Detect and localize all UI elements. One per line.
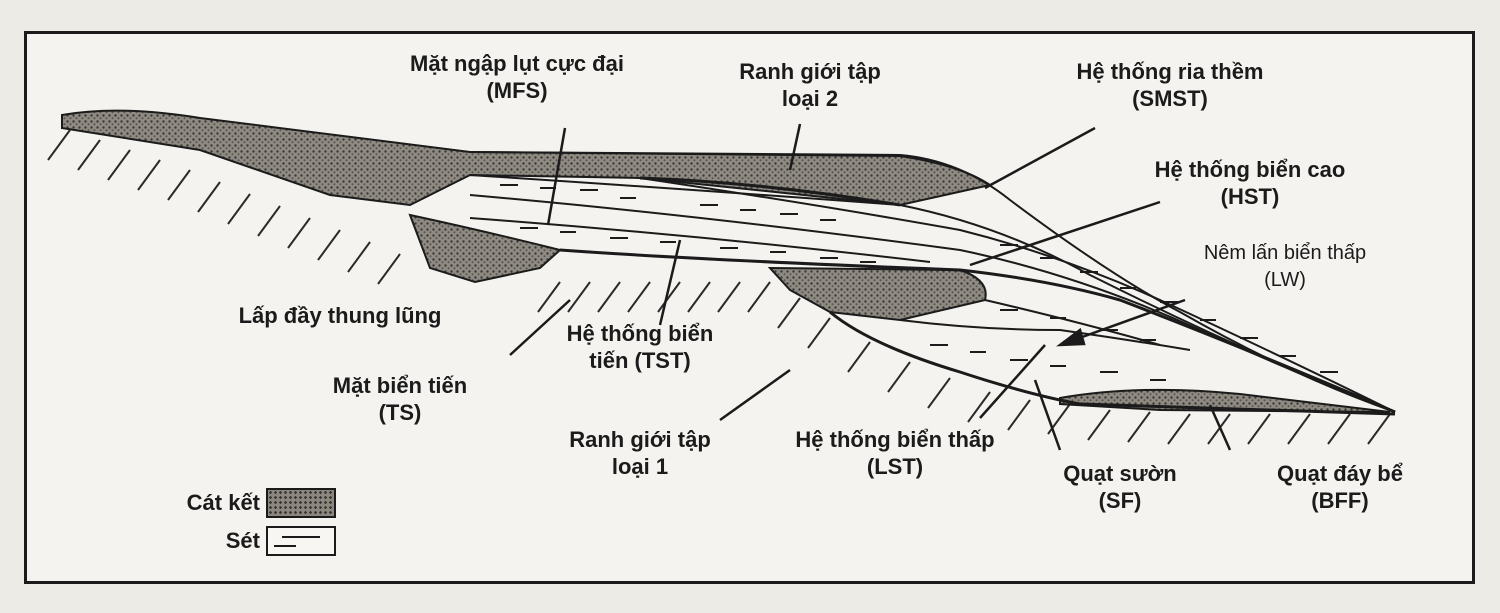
lowstand-base: [829, 310, 1396, 416]
pointer-lines: [509, 123, 1232, 451]
label-smst-line2: (SMST): [1132, 86, 1208, 111]
label-mfs-line2: (MFS): [486, 78, 548, 103]
label-smst-line1: Hệ thống ria thềm: [1076, 59, 1264, 84]
label-sb1: Ranh giới tập loại 1: [525, 426, 755, 480]
tst-pointer: [658, 239, 682, 326]
label-ts-line2: (TS): [378, 400, 422, 425]
mfs-pointer: [546, 127, 567, 226]
legend-shale-label: Sét: [225, 528, 260, 553]
label-tst-line1: Hệ thống biển: [566, 321, 714, 346]
label-lw-line1: Nêm lấn biển thấp: [1203, 242, 1367, 264]
ts-pointer: [509, 299, 571, 356]
label-lst-line2: (LST): [866, 454, 924, 479]
label-hst-line1: Hệ thống biển cao: [1154, 157, 1346, 182]
label-sf-line1: Quạt sườn: [1063, 461, 1177, 486]
sb1-pointer: [719, 368, 791, 422]
shale-dashes: [500, 184, 1338, 381]
diagram-frame: [24, 31, 1475, 584]
label-ts-line1: Mặt biển tiến: [332, 373, 468, 398]
label-valley-fill: Lấp đầy thung lũng: [238, 303, 442, 328]
label-sf: Quạt sườn (SF): [1025, 460, 1215, 514]
label-sb2: Ranh giới tập loại 2: [690, 58, 930, 112]
legend-shale: Sét: [160, 526, 336, 556]
label-hst: Hệ thống biển cao (HST): [1100, 156, 1400, 210]
label-bff-line2: (BFF): [1311, 488, 1369, 513]
label-smst: Hệ thống ria thềm (SMST): [1020, 58, 1320, 112]
lst-pointer: [979, 344, 1046, 419]
sf-pointer: [1033, 379, 1062, 451]
valley-fill-sandstone: [408, 213, 563, 284]
sequence-boundary-1: [559, 248, 1396, 414]
sandstone-swatch-icon: [266, 488, 336, 518]
hst-pointer: [969, 200, 1161, 267]
bff-pointer: [1208, 404, 1232, 451]
label-lw-line2: (LW): [1264, 269, 1306, 291]
label-sb1-line2: loại 1: [611, 454, 669, 479]
label-hst-line2: (HST): [1220, 184, 1280, 209]
label-sf-line2: (SF): [1098, 488, 1142, 513]
label-sb1-line1: Ranh giới tập: [569, 427, 711, 452]
label-tst: Hệ thống biển tiến (TST): [520, 320, 760, 374]
label-bff-line1: Quạt đáy bể: [1277, 461, 1403, 486]
shale-swatch-icon: [266, 526, 336, 556]
label-sb2-line2: loại 2: [781, 86, 839, 111]
strata-lines: [469, 151, 1396, 416]
label-tst-line2: tiến (TST): [589, 348, 691, 373]
smst-pointer: [984, 126, 1096, 190]
shelf-sandstone-wedge: [61, 109, 993, 207]
label-mfs: Mặt ngập lụt cực đại (MFS): [352, 50, 682, 104]
legend-sandstone: Cát kết: [160, 488, 336, 518]
lw-arrowhead: [1056, 327, 1086, 347]
label-mfs-line1: Mặt ngập lụt cực đại: [410, 51, 624, 76]
label-bff: Quạt đáy bể (BFF): [1230, 460, 1450, 514]
label-sb2-line1: Ranh giới tập: [739, 59, 881, 84]
label-lst: Hệ thống biển thấp (LST): [745, 426, 1045, 480]
label-ts: Mặt biển tiến (TS): [295, 372, 505, 426]
lowstand-shelf-sandstone: [767, 266, 987, 322]
label-lw: Nêm lấn biển thấp (LW): [1150, 240, 1420, 294]
legend-sandstone-label: Cát kết: [186, 490, 260, 515]
sb2-pointer: [788, 123, 802, 171]
label-lst-line1: Hệ thống biển thấp: [795, 427, 995, 452]
basement-hatching: [47, 129, 1391, 445]
sequence-boundary-2: [639, 176, 901, 207]
